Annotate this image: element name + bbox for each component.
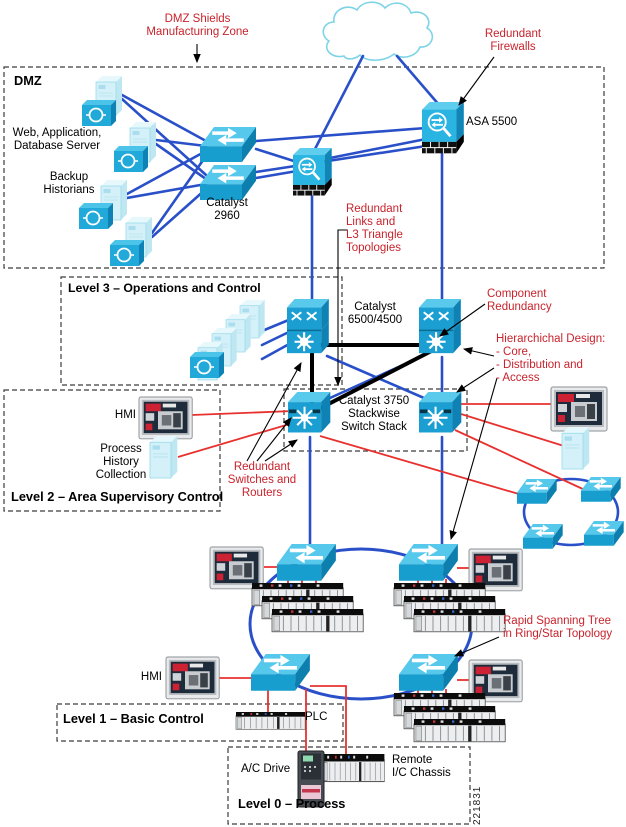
annotation-arrows [193, 44, 500, 657]
tower-server-icon [561, 426, 590, 470]
annotation-redundant-firewalls: Redundant Firewalls [484, 28, 542, 54]
process-history-label: Process History Collection [95, 443, 147, 482]
blue-link-lines [120, 54, 444, 551]
annotation-redundant-switches: Redundant Switches and Routers [227, 461, 297, 500]
level1-zone-label: Level 1 – Basic Control [63, 711, 204, 726]
asa-5500-label: ASA 5500 [466, 116, 518, 128]
asa-firewall-icon [420, 100, 466, 155]
backup-historians-label: Backup Historians [43, 171, 95, 197]
annotation-dmz-shields: DMZ Shields Manufacturing Zone [146, 13, 249, 39]
ac-drive-label: A/C Drive [241, 763, 291, 775]
ring-switch-icon [251, 654, 310, 691]
ring-switch-icon [277, 544, 336, 581]
catalyst-3750-stack-switch-icon [286, 390, 332, 434]
plc-rack-icon [271, 608, 364, 633]
level1-zone-border [56, 703, 344, 742]
dmz-zone-border [3, 66, 605, 269]
plc-rack-icon [413, 718, 506, 743]
level0-zone-label: Level 0 – Process [238, 796, 346, 811]
comm-server-icon [78, 202, 114, 230]
hmi-screen-icon [209, 546, 264, 590]
ring-switch-icon [399, 654, 458, 691]
level2-zone-border [3, 389, 221, 512]
zone-borders [3, 66, 605, 825]
remote-ic-chassis-label: Remote I/C Chassis [392, 754, 451, 780]
hmi-screen-icon [550, 386, 608, 432]
level0-zone-border [227, 746, 471, 825]
comm-server-icon [189, 351, 225, 379]
dmz-zone-label: DMZ [14, 73, 42, 88]
catalyst-2960-switch-icon [200, 127, 256, 162]
annotation-component-redundancy: Component Redundancy [487, 288, 552, 314]
asa-firewall-icon [291, 146, 334, 197]
level2-zone-label: Level 2 – Area Supervisory Control [11, 489, 224, 504]
mini-ring-loop [522, 477, 620, 547]
figure-number: 221831 [472, 785, 483, 825]
hmi-screen-icon [165, 656, 220, 700]
catalyst-6500-multilayer-switch-icon [285, 297, 330, 355]
remote-io-chassis-icon [321, 753, 385, 783]
annotation-redundant-links: Redundant Links and L3 Triangle Topologi… [346, 203, 403, 255]
catalyst-2960-switch-icon [200, 165, 256, 200]
catalyst-6500-label: Catalyst 6500/4500 [347, 301, 403, 327]
internet-cloud-icon [322, 1, 434, 61]
plc-label: PLC [305, 711, 328, 723]
hmi-screen-icon [138, 396, 193, 440]
comm-server-icon [109, 239, 145, 267]
annotation-hierarchical-design: Hierarchichal Design: - Core, - Distribu… [496, 333, 606, 385]
catalyst-3750-label: Catalyst 3750 Stackwise Switch Stack [338, 395, 410, 434]
comm-server-icon [113, 145, 149, 173]
plc-rack-icon [235, 711, 306, 730]
annotation-rapid-spanning-tree: Rapid Spanning Tree in Ring/Star Topolog… [503, 615, 613, 641]
plc-rack-icon [413, 608, 506, 633]
web-app-db-server-label: Web, Application, Database Server [12, 127, 102, 153]
access-switch-icon [517, 479, 557, 504]
comm-server-icon [81, 99, 117, 127]
hmi-level1-label: HMI [140, 671, 162, 683]
ring-switch-icon [399, 544, 458, 581]
hmi-level2-label: HMI [114, 409, 136, 421]
level3-zone-label: Level 3 – Operations and Control [68, 281, 261, 295]
catalyst-2960-label: Catalyst 2960 [206, 197, 248, 223]
tower-server-icon [149, 435, 178, 479]
access-switch-icon [584, 521, 624, 546]
level3-zone-border [60, 276, 343, 386]
catalyst-3750-stack-switch-icon [417, 390, 463, 434]
